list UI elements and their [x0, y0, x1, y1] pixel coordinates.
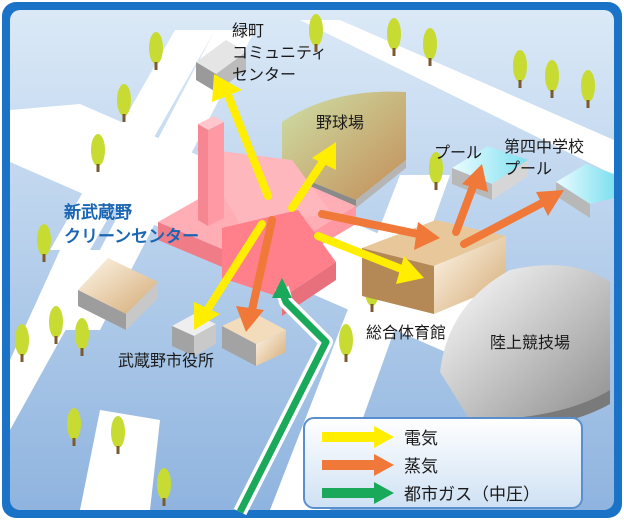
legend-steam: 蒸気 — [322, 454, 438, 477]
legend-electricity-label: 電気 — [404, 429, 438, 449]
tree-icon — [91, 134, 105, 172]
school-pool — [556, 164, 614, 218]
gas-arrow-head — [272, 278, 292, 298]
label-clean-center-line2: クリーンセンター — [64, 227, 199, 247]
label-school-pool-line1: 第四中学校 — [504, 137, 584, 156]
place-labels: 緑町 コミュニティ センター 野球場 プール 第四中学校 プール 新武蔵野 クリ… — [64, 21, 584, 370]
trees — [15, 14, 595, 506]
label-gymnasium: 総合体育館 — [366, 323, 446, 342]
tree-icon — [513, 50, 527, 88]
gas-pipeline — [233, 278, 333, 516]
legend-electricity: 電気 — [322, 426, 438, 449]
electricity-arrows — [194, 74, 424, 330]
label-clean-center-line1: 新武蔵野 — [64, 202, 132, 223]
tree-icon — [149, 32, 163, 70]
steam-arrow-to-city-hall — [236, 216, 276, 332]
tree-icon — [67, 408, 81, 446]
label-pool: プール — [434, 143, 482, 162]
steam-arrow-to-pool — [452, 164, 488, 236]
gymnasium-building — [362, 220, 506, 314]
tree-icon — [75, 318, 89, 356]
legend: 電気 蒸気 都市ガス（中圧） — [303, 417, 583, 509]
label-midoricho-line1: 緑町 — [232, 21, 264, 40]
legend-gas-label: 都市ガス（中圧） — [404, 485, 540, 505]
tree-icon — [339, 324, 353, 362]
legend-gas: 都市ガス（中圧） — [322, 482, 540, 505]
tree-icon — [581, 70, 595, 108]
tree-icon — [429, 152, 443, 190]
label-school-pool-line2: プール — [504, 159, 552, 178]
tree-icon — [423, 28, 437, 66]
tree-icon — [117, 84, 131, 122]
label-midoricho-line2: コミュニティ — [232, 43, 327, 62]
tree-icon — [49, 306, 63, 344]
label-city-hall: 武蔵野市役所 — [118, 351, 214, 370]
steam-arrow-to-gymnasium — [318, 210, 440, 250]
tree-icon — [309, 14, 323, 52]
electricity-arrow-to-midoricho — [212, 74, 272, 200]
tree-icon — [387, 18, 401, 56]
electricity-arrow-to-gymnasium — [314, 232, 424, 284]
label-midoricho-line3: センター — [232, 65, 296, 84]
label-baseball: 野球場 — [316, 113, 364, 132]
steam-arrows — [236, 164, 564, 332]
west-building — [78, 258, 158, 330]
tree-icon — [37, 224, 51, 262]
tree-icon — [157, 468, 171, 506]
tree-icon — [111, 416, 125, 454]
steam-arrow-to-school-pool — [460, 190, 564, 248]
legend-steam-label: 蒸気 — [404, 457, 438, 477]
electricity-arrow-to-baseball — [288, 142, 336, 212]
tree-icon — [545, 60, 559, 98]
label-athletics: 陸上競技場 — [490, 333, 570, 352]
tree-icon — [15, 324, 29, 362]
electricity-arrow-to-city-hall — [194, 220, 266, 330]
